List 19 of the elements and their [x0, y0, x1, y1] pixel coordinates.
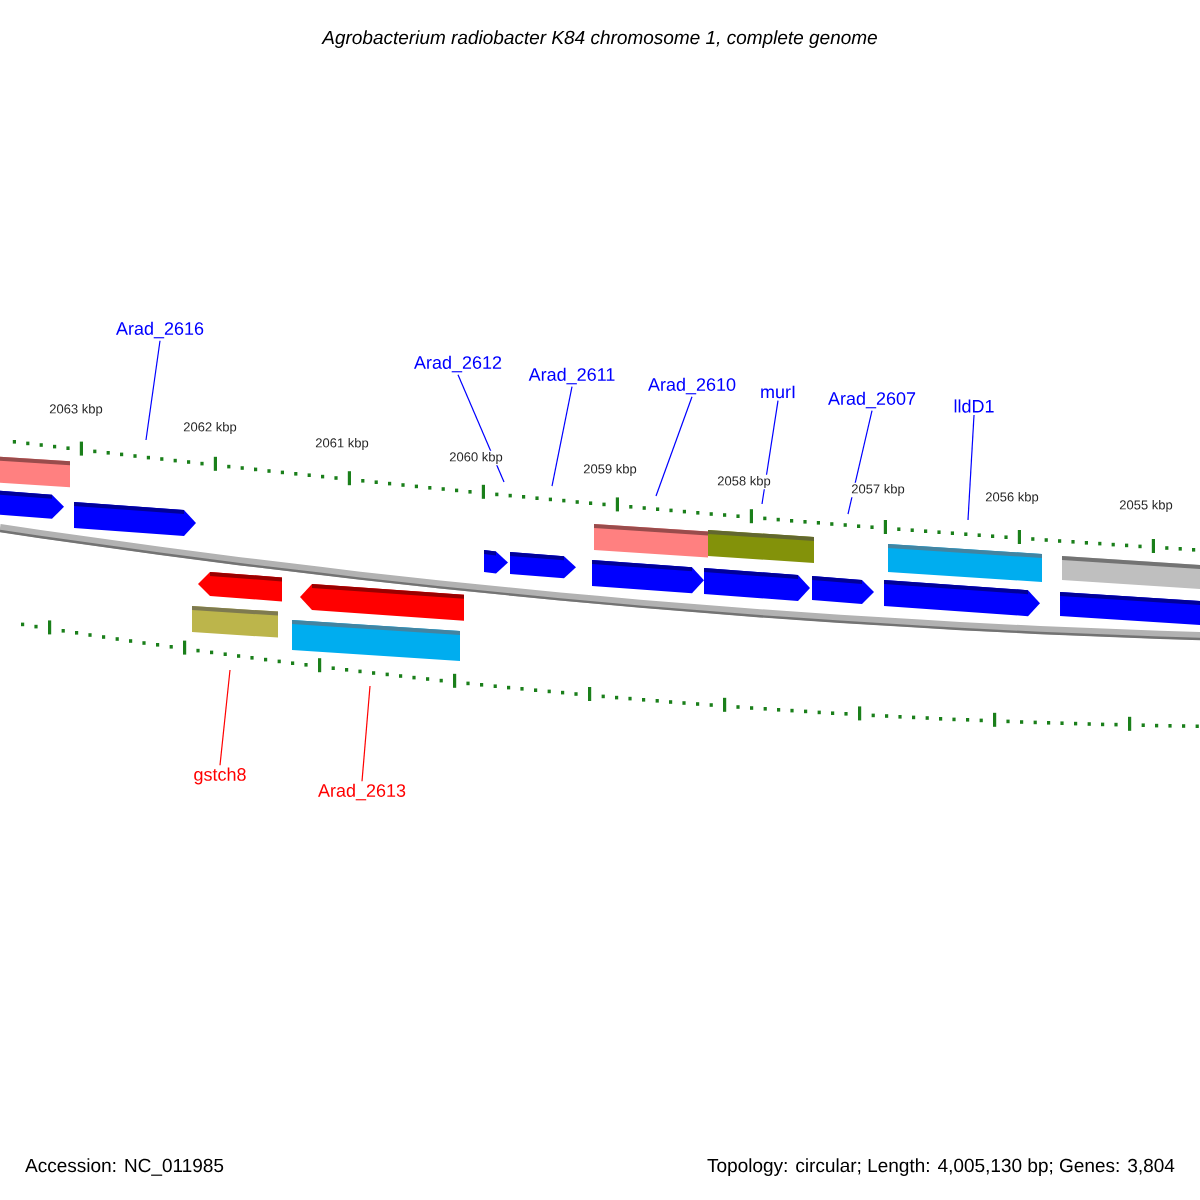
- gene-label: Arad_2610: [648, 377, 736, 395]
- leader-line: [655, 396, 693, 497]
- leader-line: [145, 340, 161, 441]
- accession-text: Accession: NC_011985: [25, 1158, 224, 1176]
- leader-line: [551, 386, 573, 487]
- gene-label: Arad_2613: [318, 783, 406, 801]
- gene-label: lldD1: [954, 399, 994, 413]
- leader-line: [457, 374, 505, 483]
- gene-label: murI: [761, 385, 795, 399]
- gene-label: Arad_2612: [414, 355, 502, 373]
- gene-label: Arad_2616: [116, 321, 204, 339]
- leader-line: [967, 414, 975, 521]
- gene-label: Arad_2607: [828, 391, 916, 409]
- gene-label: gstch8: [194, 767, 246, 785]
- leader-line: [361, 685, 371, 782]
- leader-line: [219, 669, 231, 766]
- genome-info-text: Topology: circular; Length: 4,005,130 bp; Genes: 3,804: [707, 1158, 1175, 1176]
- title: Agrobacterium radiobacter K84 chromosome 1, complete genome: [321, 30, 877, 48]
- gene-label: Arad_2611: [528, 367, 615, 385]
